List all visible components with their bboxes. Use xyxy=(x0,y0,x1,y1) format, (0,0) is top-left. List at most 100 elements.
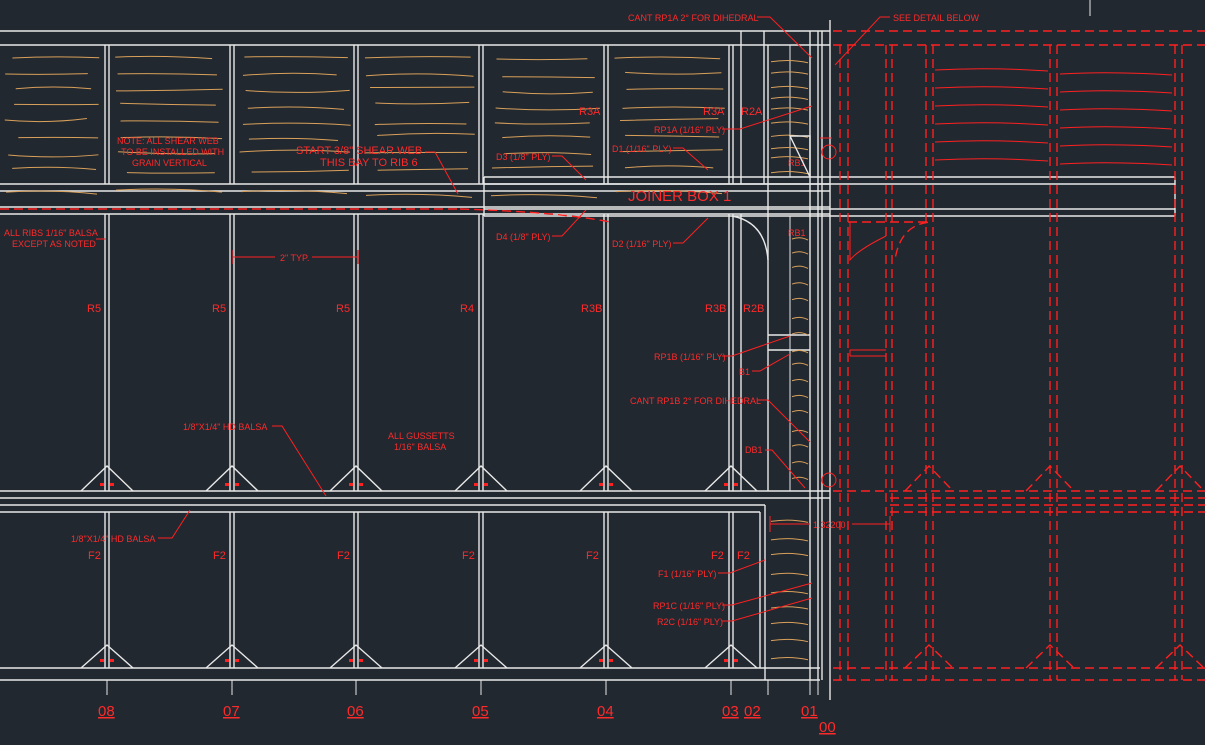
grain-stroke xyxy=(120,102,216,106)
grain-stroke xyxy=(626,88,724,90)
rib-mark xyxy=(484,659,488,662)
rib-label-flap: F2 xyxy=(213,550,226,562)
rib-mark xyxy=(474,483,478,486)
rib-mark xyxy=(609,659,613,662)
wood-grain-group xyxy=(4,55,1173,661)
rib-mark xyxy=(474,659,478,662)
rib-label-top: R2A xyxy=(741,106,763,118)
gusset xyxy=(80,465,134,492)
cant-rp1a-callout: CANT RP1A 2° FOR DIHEDRAL xyxy=(628,13,758,23)
grain-stroke xyxy=(118,151,215,155)
grain-stroke xyxy=(502,135,591,139)
gusset xyxy=(80,644,134,669)
grain-stroke xyxy=(791,444,809,448)
grain-stroke xyxy=(12,56,100,59)
gusset xyxy=(454,465,508,492)
grain-stroke xyxy=(770,71,809,75)
grain-stroke xyxy=(247,106,345,110)
rib-mark xyxy=(359,659,363,662)
grain-stroke-red xyxy=(1059,126,1173,130)
rib-mark xyxy=(359,483,363,486)
rib-label-flap: F2 xyxy=(737,550,750,562)
grain-stroke xyxy=(770,538,809,542)
see-detail-callout: SEE DETAIL BELOW xyxy=(893,13,980,23)
grain-stroke xyxy=(622,106,725,109)
grain-stroke-red xyxy=(934,122,1049,126)
grain-stroke xyxy=(502,91,593,95)
gussets-note-1: ALL GUSSETTS xyxy=(388,431,455,441)
hd-balsa-top-callout: 1/8"X1/4" HD BALSA xyxy=(183,422,267,432)
station-label-08: 08 xyxy=(98,703,115,720)
grain-stroke xyxy=(770,146,809,151)
gusset xyxy=(205,644,259,669)
grain-stroke xyxy=(495,107,600,111)
note-line-2: TO BE INSTALLED WITH xyxy=(121,147,224,157)
grain-stroke xyxy=(770,156,809,160)
grain-stroke xyxy=(491,165,594,169)
grain-stroke-red xyxy=(1059,162,1173,166)
grain-stroke xyxy=(791,476,809,480)
grain-stroke xyxy=(115,55,213,60)
grain-stroke xyxy=(624,165,714,169)
rib-label-top: R3A xyxy=(579,106,601,118)
grain-stroke xyxy=(5,190,98,195)
grain-stroke xyxy=(5,73,88,75)
note-line-1: NOTE: ALL SHEAR WEB xyxy=(117,136,219,146)
gusset xyxy=(329,644,383,669)
d2-callout: D2 (1/16" PLY) xyxy=(612,239,672,249)
grain-stroke xyxy=(770,638,809,643)
rib-mark xyxy=(599,659,603,662)
grain-stroke-red xyxy=(934,68,1049,72)
rib-label-flap: F2 xyxy=(711,550,724,562)
grain-stroke xyxy=(251,169,349,173)
right-panel-dashed xyxy=(833,30,1205,681)
grain-stroke xyxy=(377,132,475,136)
grain-stroke xyxy=(770,657,809,661)
grain-stroke xyxy=(375,101,470,105)
rib-mark xyxy=(349,659,353,662)
note-line-3: GRAIN VERTICAL xyxy=(132,158,207,168)
rib-label-mid: R4 xyxy=(460,303,474,315)
grain-stroke xyxy=(770,552,809,557)
grain-stroke xyxy=(770,96,809,100)
rib-label-mid: R5 xyxy=(336,303,350,315)
grain-stroke-red xyxy=(934,140,1049,144)
grain-stroke xyxy=(791,429,809,434)
grain-stroke xyxy=(242,72,337,76)
grain-stroke xyxy=(502,76,595,79)
gussets-note-2: 1/16" BALSA xyxy=(394,442,446,452)
grain-stroke xyxy=(625,71,722,75)
grain-stroke xyxy=(791,265,809,269)
db1-callout: DB1 xyxy=(745,445,763,455)
rib-mark xyxy=(100,483,104,486)
b1-callout: B1 xyxy=(739,367,750,377)
station-label-04: 04 xyxy=(597,703,614,720)
grain-stroke xyxy=(15,86,92,90)
gusset-dashed xyxy=(1025,644,1075,669)
rib-mark xyxy=(110,483,114,486)
grain-stroke xyxy=(240,190,348,195)
start-web-line-1: START 3/8" SHEAR WEB xyxy=(296,145,422,157)
rb1-top-label: RB1 xyxy=(788,158,806,168)
d1-callout: D1 (1/16" PLY) xyxy=(612,144,672,154)
station-label-05: 05 xyxy=(472,703,489,720)
rib-mark xyxy=(484,483,488,486)
grain-stroke xyxy=(614,56,721,60)
grain-stroke xyxy=(115,188,223,193)
rib-label-flap: F2 xyxy=(586,550,599,562)
grain-stroke xyxy=(503,152,592,156)
grain-stroke xyxy=(377,168,469,171)
rib-label-flap: F2 xyxy=(88,550,101,562)
grain-stroke xyxy=(374,122,467,126)
grain-stroke xyxy=(615,190,723,195)
gusset-dashed xyxy=(904,464,954,492)
grain-stroke xyxy=(791,410,809,414)
station-label-03: 03 xyxy=(722,703,739,720)
annotations: JOINER BOX 1 CANT RP1A 2° FOR DIHEDRAL S… xyxy=(4,13,980,736)
grain-stroke-red xyxy=(934,86,1049,90)
grain-stroke xyxy=(248,137,338,142)
grain-stroke xyxy=(770,59,809,64)
grain-stroke xyxy=(791,461,809,465)
